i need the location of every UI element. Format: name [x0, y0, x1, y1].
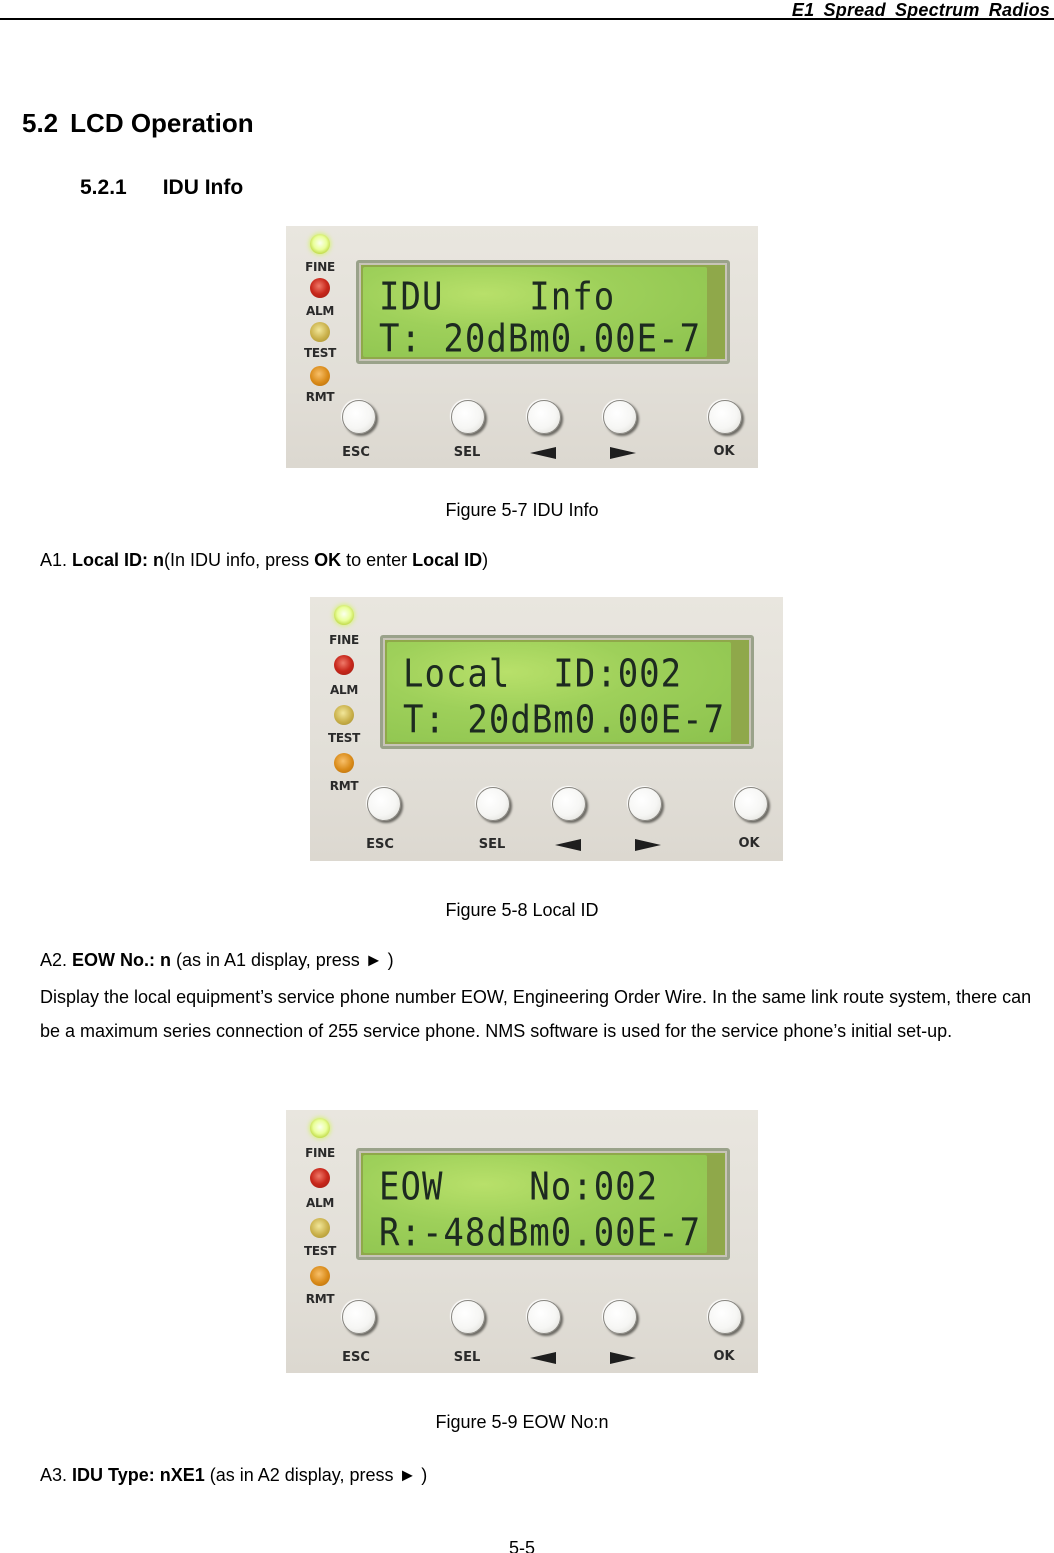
right-arrow-icon	[635, 839, 661, 851]
lcd-screen: IDU Info T: 20dBm0.00E-7	[363, 267, 707, 362]
lcd-line-2: T: 20dBm0.00E-7	[403, 698, 726, 743]
item-prefix: A1.	[40, 550, 73, 570]
lcd-line-2: R:-48dBm0.00E-7	[379, 1211, 702, 1256]
right-button[interactable]	[628, 787, 662, 821]
lcd-line-2: T: 20dBm0.00E-7	[379, 317, 702, 362]
right-button[interactable]	[603, 400, 637, 434]
left-arrow-icon	[530, 1352, 556, 1364]
lcd-line-1: EOW No:002	[379, 1165, 659, 1210]
led-label-test: TEST	[303, 1244, 336, 1258]
led-label-test: TEST	[303, 346, 336, 360]
figure-eow-no-panel: FINE ALM TEST RMT EOW No:002 R:-48dBm0.0…	[286, 1110, 758, 1373]
item-a2: A2. EOW No.: n (as in A1 display, press …	[40, 950, 394, 971]
item-term: Local ID	[412, 550, 483, 570]
led-label-fine: FINE	[305, 260, 335, 274]
item-term: IDU Type: nXE1	[72, 1465, 205, 1485]
lcd-frame: EOW No:002 R:-48dBm0.00E-7	[356, 1148, 730, 1260]
figure-local-id-panel: FINE ALM TEST RMT Local ID:002 T: 20dBm0…	[310, 597, 783, 861]
figure-idu-info-panel: FINE ALM TEST RMT IDU Info T: 20dBm0.00E…	[286, 226, 758, 468]
left-button[interactable]	[552, 787, 586, 821]
item-text: (as in A2 display, press ► )	[204, 1465, 428, 1485]
figure-caption: Figure 5-9 EOW No:n	[435, 1412, 609, 1432]
item-a1: A1. Local ID: n(In IDU info, press OK to…	[40, 550, 488, 571]
item-text: )	[482, 550, 489, 570]
sel-label: SEL	[478, 837, 506, 852]
ok-button[interactable]	[708, 1300, 742, 1334]
item-a3: A3. IDU Type: nXE1 (as in A2 display, pr…	[40, 1465, 427, 1486]
right-button[interactable]	[603, 1300, 637, 1334]
led-test-icon	[310, 322, 330, 342]
ok-button[interactable]	[708, 400, 742, 434]
led-label-alm: ALM	[306, 304, 334, 318]
led-label-rmt: RMT	[305, 390, 335, 404]
figure-caption: Figure 5-7 IDU Info	[445, 500, 599, 520]
led-label-test: TEST	[327, 731, 360, 745]
esc-label: ESC	[342, 445, 370, 460]
item-term: Local ID: n	[72, 550, 165, 570]
led-test-icon	[334, 705, 354, 725]
lcd-frame: Local ID:002 T: 20dBm0.00E-7	[380, 635, 754, 749]
lcd-line-1: IDU Info	[379, 275, 616, 320]
led-fine-icon	[310, 1118, 330, 1138]
led-alm-icon	[334, 655, 354, 675]
item-term: EOW No.: n	[72, 950, 172, 970]
subsection-title: IDU Info	[162, 176, 244, 199]
item-prefix: A2.	[40, 950, 73, 970]
led-label-alm: ALM	[330, 683, 358, 697]
led-label-fine: FINE	[329, 633, 359, 647]
led-alm-icon	[310, 278, 330, 298]
section-heading: 5.2 LCD Operation	[22, 108, 254, 139]
section-number: 5.2	[22, 108, 59, 138]
sel-label: SEL	[453, 445, 481, 460]
subsection-number: 5.2.1	[80, 176, 127, 199]
subsection-heading: 5.2.1 IDU Info	[80, 176, 243, 200]
item-text: (as in A1 display, press ► )	[171, 950, 394, 970]
lcd-frame: IDU Info T: 20dBm0.00E-7	[356, 260, 730, 364]
right-arrow-icon	[610, 447, 636, 459]
item-key-ok: OK	[314, 550, 342, 570]
sel-button[interactable]	[451, 400, 485, 434]
item-prefix: A3.	[40, 1465, 73, 1485]
led-label-fine: FINE	[305, 1146, 335, 1160]
led-label-alm: ALM	[306, 1196, 334, 1210]
figure-caption: Figure 5-8 Local ID	[445, 900, 599, 920]
led-label-rmt: RMT	[329, 779, 359, 793]
left-button[interactable]	[527, 400, 561, 434]
led-rmt-icon	[334, 753, 354, 773]
header-rule	[0, 18, 1054, 20]
esc-button[interactable]	[367, 787, 401, 821]
lcd-screen: EOW No:002 R:-48dBm0.00E-7	[363, 1155, 707, 1256]
right-arrow-icon	[610, 1352, 636, 1364]
sel-button[interactable]	[476, 787, 510, 821]
led-fine-icon	[334, 605, 354, 625]
item-text: to enter	[341, 550, 413, 570]
led-rmt-icon	[310, 1266, 330, 1286]
section-title: LCD Operation	[70, 108, 254, 138]
led-alm-icon	[310, 1168, 330, 1188]
lcd-screen: Local ID:002 T: 20dBm0.00E-7	[387, 642, 731, 743]
led-fine-icon	[310, 234, 330, 254]
ok-label: OK	[713, 1349, 735, 1364]
esc-button[interactable]	[342, 1300, 376, 1334]
led-test-icon	[310, 1218, 330, 1238]
left-arrow-icon	[530, 447, 556, 459]
left-button[interactable]	[527, 1300, 561, 1334]
sel-button[interactable]	[451, 1300, 485, 1334]
page-number: 5-5	[508, 1538, 535, 1553]
ok-label: OK	[713, 444, 735, 459]
ok-button[interactable]	[734, 787, 768, 821]
ok-label: OK	[738, 836, 760, 851]
left-arrow-icon	[555, 839, 581, 851]
document-header-title: E1 Spread Spectrum Radios	[791, 0, 1050, 20]
led-label-rmt: RMT	[305, 1292, 335, 1306]
item-a2-description: Display the local equipment’s service ph…	[40, 987, 1032, 1041]
item-text: (In IDU info, press	[164, 550, 315, 570]
esc-button[interactable]	[342, 400, 376, 434]
sel-label: SEL	[453, 1350, 481, 1365]
led-rmt-icon	[310, 366, 330, 386]
esc-label: ESC	[366, 837, 394, 852]
esc-label: ESC	[342, 1350, 370, 1365]
lcd-line-1: Local ID:002	[403, 652, 683, 697]
